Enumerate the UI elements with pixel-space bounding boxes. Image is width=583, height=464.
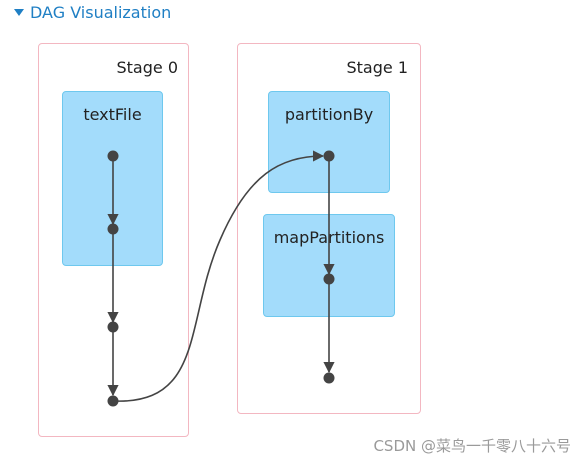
op-mappartitions[interactable]: mapPartitions: [263, 214, 395, 317]
op-textfile[interactable]: textFile: [62, 91, 163, 266]
section-title: DAG Visualization: [30, 2, 172, 22]
op-textfile-label: textFile: [83, 105, 142, 124]
caret-down-icon: [14, 8, 24, 16]
watermark-text: CSDN @菜鸟一千零八十六号: [373, 437, 571, 455]
dag-visualization-toggle[interactable]: DAG Visualization: [14, 0, 171, 24]
stage-0-label: Stage 0: [116, 58, 179, 77]
stage-1-label: Stage 1: [346, 58, 409, 77]
op-partitionby-label: partitionBy: [284, 105, 374, 124]
op-mappartitions-label: mapPartitions: [273, 228, 385, 247]
op-partitionby[interactable]: partitionBy: [268, 91, 390, 193]
